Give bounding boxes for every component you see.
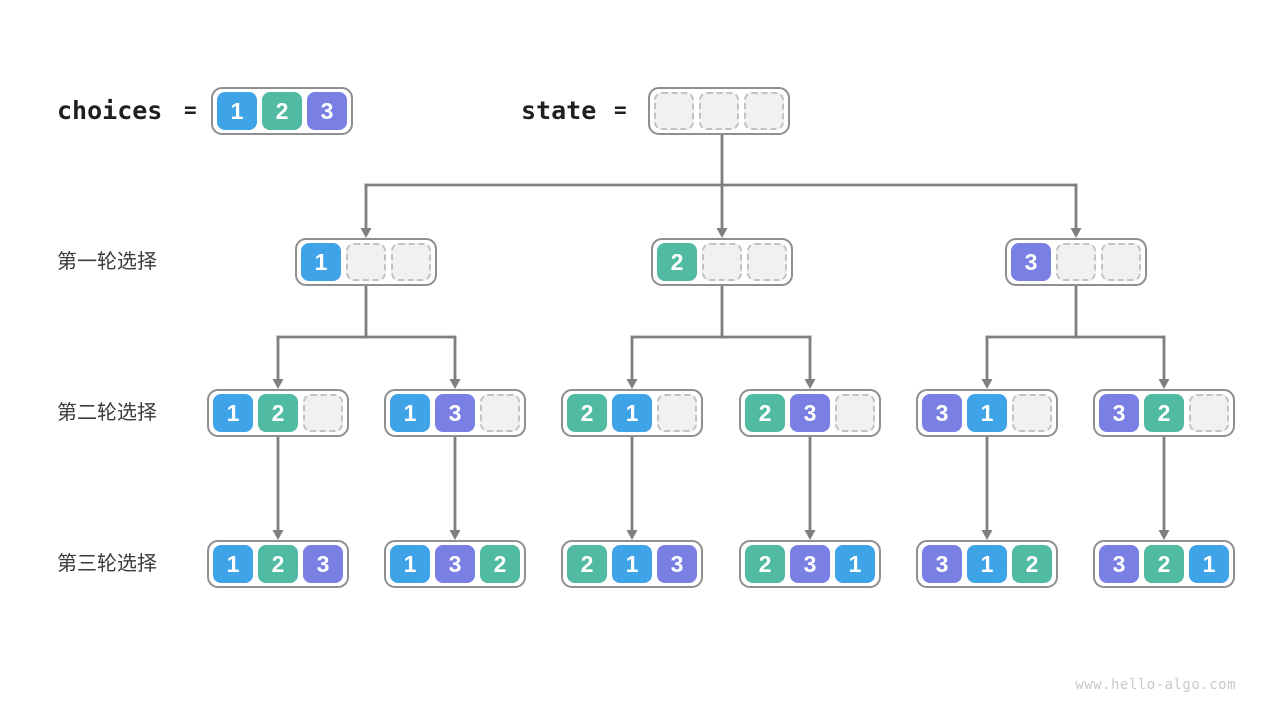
- value-cell: 3: [435, 394, 475, 432]
- arrowhead-icon: [272, 379, 284, 389]
- value-cell: 1: [612, 394, 652, 432]
- state-label: state: [521, 96, 597, 125]
- value-cell: 2: [567, 394, 607, 432]
- value-cell: 3: [1099, 545, 1139, 583]
- empty-cell: [699, 92, 739, 130]
- empty-cell: [744, 92, 784, 130]
- arrowhead-icon: [449, 379, 461, 389]
- row-label-round-2: 第二轮选择: [57, 402, 157, 424]
- perm-node-1: 1: [295, 238, 437, 286]
- empty-cell: [391, 243, 431, 281]
- value-cell: 3: [1099, 394, 1139, 432]
- arrowhead-icon: [360, 228, 372, 238]
- arrowhead-icon: [272, 530, 284, 540]
- arrowhead-icon: [626, 530, 638, 540]
- value-cell: 3: [922, 545, 962, 583]
- value-cell: 1: [967, 545, 1007, 583]
- value-cell: 3: [303, 545, 343, 583]
- empty-cell: [657, 394, 697, 432]
- value-cell: 2: [657, 243, 697, 281]
- value-cell: 3: [657, 545, 697, 583]
- value-cell: 1: [301, 243, 341, 281]
- empty-cell: [1056, 243, 1096, 281]
- value-cell: 2: [567, 545, 607, 583]
- value-cell: 1: [967, 394, 1007, 432]
- value-cell: 2: [262, 92, 302, 130]
- empty-cell: [303, 394, 343, 432]
- empty-cell: [1101, 243, 1141, 281]
- value-cell: 3: [790, 394, 830, 432]
- value-cell: 2: [1012, 545, 1052, 583]
- arrowhead-icon: [626, 379, 638, 389]
- value-cell: 3: [307, 92, 347, 130]
- value-cell: 1: [612, 545, 652, 583]
- value-cell: 3: [790, 545, 830, 583]
- empty-cell: [1012, 394, 1052, 432]
- value-cell: 1: [213, 394, 253, 432]
- value-cell: 1: [835, 545, 875, 583]
- value-cell: 1: [390, 545, 430, 583]
- arrowhead-icon: [804, 379, 816, 389]
- value-cell: 2: [745, 545, 785, 583]
- empty-cell: [702, 243, 742, 281]
- value-cell: 2: [258, 394, 298, 432]
- empty-cell: [480, 394, 520, 432]
- choices-label: choices: [57, 96, 163, 125]
- empty-cell: [346, 243, 386, 281]
- arrowhead-icon: [981, 379, 993, 389]
- arrowhead-icon: [716, 228, 728, 238]
- arrowhead-icon: [1070, 228, 1082, 238]
- value-cell: 2: [1144, 394, 1184, 432]
- empty-cell: [1189, 394, 1229, 432]
- equals-sign: =: [184, 98, 197, 122]
- arrowhead-icon: [1158, 530, 1170, 540]
- value-cell: 3: [1011, 243, 1051, 281]
- value-cell: 1: [217, 92, 257, 130]
- value-cell: 2: [1144, 545, 1184, 583]
- value-cell: 1: [213, 545, 253, 583]
- empty-cell: [747, 243, 787, 281]
- watermark: www.hello-algo.com: [1075, 677, 1236, 693]
- perm-node-3: 3: [1005, 238, 1147, 286]
- arrowhead-icon: [1158, 379, 1170, 389]
- value-cell: 1: [390, 394, 430, 432]
- state-array: [648, 87, 790, 135]
- perm-node-2: 2: [651, 238, 793, 286]
- value-cell: 1: [1189, 545, 1229, 583]
- empty-cell: [654, 92, 694, 130]
- arrowhead-icon: [804, 530, 816, 540]
- row-label-round-3: 第三轮选择: [57, 553, 157, 575]
- value-cell: 2: [745, 394, 785, 432]
- equals-sign: =: [614, 98, 627, 122]
- value-cell: 3: [922, 394, 962, 432]
- value-cell: 2: [258, 545, 298, 583]
- arrowhead-icon: [981, 530, 993, 540]
- row-label-round-1: 第一轮选择: [57, 251, 157, 273]
- value-cell: 2: [480, 545, 520, 583]
- empty-cell: [835, 394, 875, 432]
- arrowhead-icon: [449, 530, 461, 540]
- value-cell: 3: [435, 545, 475, 583]
